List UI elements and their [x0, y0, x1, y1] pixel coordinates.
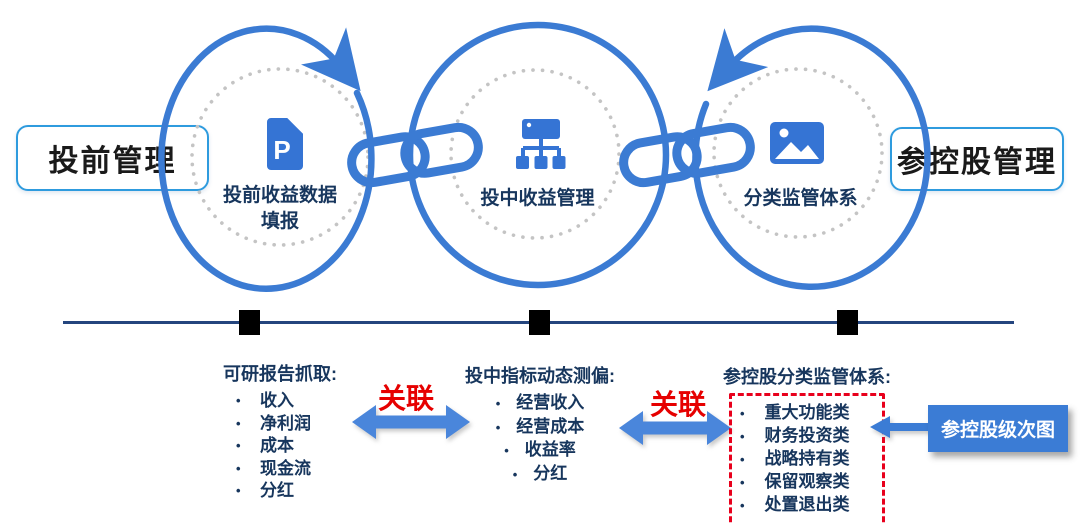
bullet: • [236, 393, 241, 408]
dotted-circle-3 [712, 67, 884, 239]
list-item: •成本 [200, 435, 360, 458]
callout-label: 参控股级次图 [940, 420, 1055, 441]
bullet: • [495, 419, 501, 435]
mid-investment-indicator-list: 投中指标动态测偏: •经营收入 •经营成本 •收益率 •分红 [455, 362, 625, 486]
callout-box: 参控股级次图 [928, 405, 1068, 452]
list-item: •保留观察类 [732, 470, 882, 493]
bullet: • [236, 415, 241, 431]
callout-arrow-icon [870, 416, 936, 438]
pre-investment-label: 投前管理 [48, 145, 177, 178]
bullet: • [504, 443, 509, 458]
list-item: •战略持有类 [732, 447, 882, 470]
cycle2-caption: 投中收益管理 [480, 188, 595, 209]
bullet: • [236, 483, 241, 498]
timeline-marker-1 [239, 310, 260, 335]
list-item: •现金流 [200, 458, 360, 481]
bullet: • [495, 396, 501, 411]
timeline-marker-2 [529, 310, 550, 335]
list-item: •净利润 [200, 413, 360, 436]
dotted-inner-circles [190, 67, 884, 247]
bullet: • [740, 406, 745, 421]
bullet: • [740, 498, 745, 513]
cycle3-caption: 分类监管体系 [743, 188, 858, 209]
image-icon [770, 122, 824, 164]
document-p-icon: P [267, 116, 305, 170]
relation-label-1: 关联 [377, 383, 435, 414]
bullet: • [740, 452, 745, 467]
bullet: • [740, 475, 745, 490]
feasibility-report-list: 可研报告抓取: •收入 •净利润 •成本 •现金流 •分红 [200, 360, 360, 503]
chain-link-icon-2 [619, 122, 755, 188]
list-item: •收入 [200, 390, 360, 413]
cycle1-caption: 投前收益数据 填报 [222, 185, 337, 232]
list-item: •处置退出类 [732, 493, 882, 516]
holding-classification-list: 参控股分类监管体系: •重大功能类 •财务投资类 •战略持有类 •保留观察类 •… [713, 363, 901, 525]
bullet: • [236, 460, 241, 476]
bullet: • [236, 438, 241, 453]
cycle-arc-3 [692, 25, 931, 290]
list-item: •重大功能类 [732, 401, 882, 424]
list-item: •分红 [512, 463, 568, 483]
dotted-circle-1 [190, 67, 370, 247]
double-arrow-1 [352, 405, 470, 439]
timeline-marker-3 [837, 310, 858, 335]
pre-investment-label-box: 投前管理 [16, 125, 209, 191]
feasibility-report-heading: 可研报告抓取: [223, 364, 337, 384]
svg-text:P: P [273, 135, 290, 165]
holding-classification-heading: 参控股分类监管体系: [723, 367, 891, 387]
chain-link-icon-1 [347, 122, 483, 188]
mid-investment-indicator-heading: 投中指标动态测偏: [465, 366, 615, 386]
cycle-circle-2 [406, 21, 670, 289]
double-arrow-2 [619, 411, 731, 445]
cycle-arc-1 [158, 25, 375, 292]
cycle-diagram-svg: P [158, 21, 931, 292]
dotted-circle-2 [449, 68, 621, 240]
list-item: •财务投资类 [732, 424, 882, 447]
red-dashed-box: •重大功能类 •财务投资类 •战略持有类 •保留观察类 •处置退出类 [729, 393, 885, 525]
list-item: •经营收入 [495, 393, 585, 412]
list-item: •经营成本 [495, 416, 585, 436]
relation-label-2: 关联 [649, 389, 707, 420]
bullet: • [740, 429, 745, 444]
list-item: •收益率 [504, 440, 576, 459]
hierarchy-icon [516, 119, 566, 169]
list-item: •分红 [200, 480, 360, 503]
bullet: • [512, 466, 518, 482]
